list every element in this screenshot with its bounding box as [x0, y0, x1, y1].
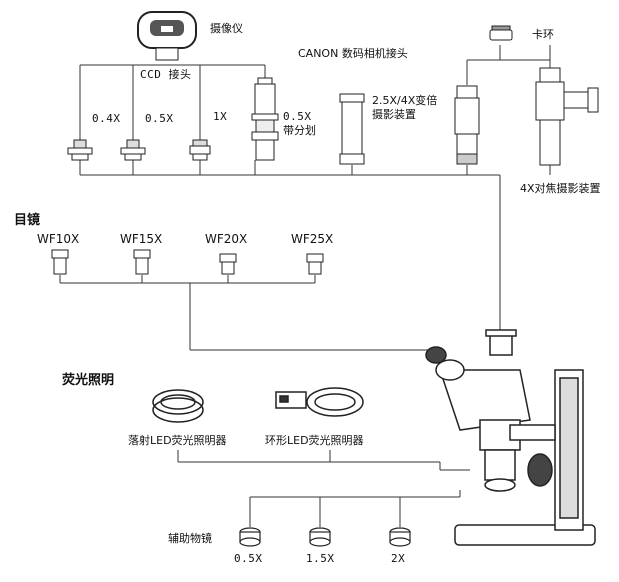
canon-label: CANON 数码相机接头: [298, 47, 408, 60]
illum-epi-label: 落射LED荧光照明器: [128, 434, 227, 447]
aux-15x: 1.5X: [306, 552, 335, 565]
eyepiece-wf10x: WF10X: [37, 232, 80, 246]
eyepiece-wf20x: WF20X: [205, 232, 248, 246]
eyepiece-wf15x: WF15X: [120, 232, 163, 246]
adapter-label-05x: 0.5X: [145, 112, 174, 125]
aux-title: 辅助物镜: [168, 532, 212, 545]
reticle-adapter-label: 0.5X: [283, 110, 312, 123]
adapter-label-04x: 0.4X: [92, 112, 121, 125]
illum-title: 荧光照明: [62, 373, 115, 388]
adapter-label-1x: 1X: [213, 110, 228, 123]
illum-ring-label: 环形LED荧光照明器: [265, 434, 364, 447]
eyepiece-wf25x: WF25X: [291, 232, 334, 246]
camera-title: 摄像仪: [210, 22, 243, 35]
eyepiece-title: 目镜: [14, 213, 41, 228]
aux-2x: 2X: [391, 552, 406, 565]
focus-label: 4X对焦摄影装置: [520, 182, 601, 195]
reticle-adapter-label-2: 带分划: [283, 124, 316, 137]
ring-label: 卡环: [532, 28, 554, 41]
zoom-label: 2.5X/4X变倍: [372, 94, 438, 107]
aux-05x: 0.5X: [234, 552, 263, 565]
ccd-label: CCD 接头: [140, 68, 192, 81]
zoom-label-2: 摄影装置: [372, 108, 416, 121]
